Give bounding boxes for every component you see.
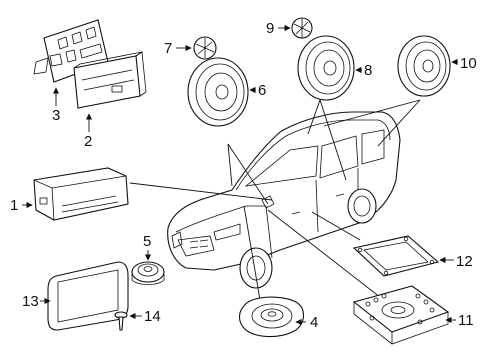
callout-2: 2 <box>84 133 92 150</box>
rear-speaker <box>397 35 451 97</box>
callout-5: 5 <box>143 233 151 250</box>
radio-head-unit <box>33 167 129 221</box>
vehicle-outline <box>167 111 401 289</box>
callout-1: 1 <box>10 197 18 214</box>
callout-4: 4 <box>310 314 318 331</box>
callout-3: 3 <box>52 107 60 124</box>
rear-door-speaker <box>297 35 355 101</box>
callout-10: 10 <box>460 55 477 72</box>
callout-6: 6 <box>258 82 266 99</box>
callouts: 1 2 3 4 5 6 7 8 9 10 11 12 13 14 <box>10 20 477 331</box>
callout-7: 7 <box>164 40 172 57</box>
subwoofer-cover <box>352 235 440 277</box>
display-screen <box>47 261 129 331</box>
subwoofer-speaker <box>238 296 305 338</box>
callout-9: 9 <box>266 20 274 37</box>
front-door-speaker <box>187 57 249 127</box>
amplifier-module <box>73 51 147 109</box>
callout-8: 8 <box>364 62 372 79</box>
front-tweeter <box>193 36 217 60</box>
callout-12: 12 <box>456 253 473 270</box>
callout-13: 13 <box>22 293 39 310</box>
underseat-subwoofer <box>352 285 450 345</box>
rear-tweeter <box>291 17 313 39</box>
screw <box>114 311 128 331</box>
dash-tweeter <box>131 261 165 285</box>
callout-14: 14 <box>144 308 161 325</box>
callout-11: 11 <box>458 312 474 329</box>
leader-lines <box>129 99 421 309</box>
